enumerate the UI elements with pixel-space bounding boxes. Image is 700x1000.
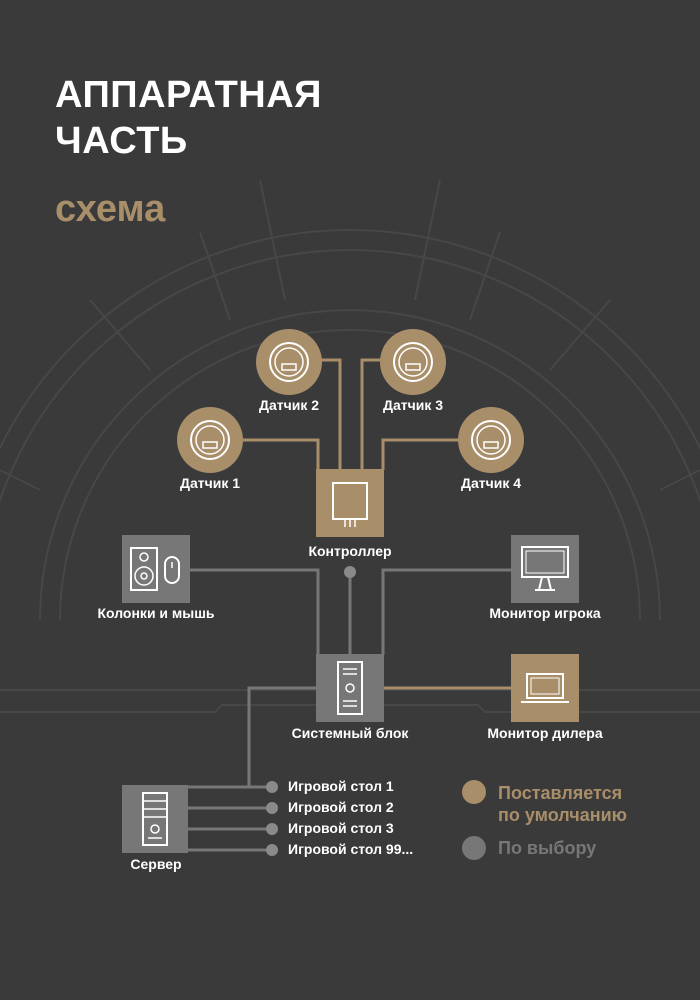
legend-default-text: Поставляется по умолчанию [498,782,627,826]
pc-tower-icon [316,654,384,722]
laptop-monitor-icon [511,654,579,722]
link-sensor3-controller [360,358,382,470]
dealer-monitor-label: Монитор дилера [487,725,603,741]
table99-dot [266,844,278,856]
sensor-1-label: Датчик 1 [179,475,241,491]
controller-node [316,469,384,537]
junction-dot [344,566,356,578]
sensor-icon [177,407,243,473]
table2-dot [266,802,278,814]
sensor-1-node [177,407,243,473]
sensor-4-label: Датчик 4 [460,475,522,491]
table-99-label: Игровой стол 99... [288,841,414,857]
link-player-monitor-system [381,568,512,655]
monitor-icon [511,535,579,603]
sensor-4-node [458,407,524,473]
speakers-mouse-label: Колонки и мышь [97,605,215,621]
link-sensor2-controller [320,358,342,470]
link-sensor1-controller [240,438,320,470]
link-speakers-system [190,568,320,655]
table-3-label: Игровой стол 3 [288,820,394,836]
table-1-label: Игровой стол 1 [288,778,394,794]
legend-optional-dot [462,836,486,860]
page-title: АППАРАТНАЯ ЧАСТЬ [55,72,322,164]
controller-label: Контроллер [308,543,392,559]
legend-default-line-1: Поставляется [498,783,623,803]
player-monitor-label: Монитор игрока [489,605,601,621]
title-line-1: АППАРАТНАЯ [55,74,322,116]
legend-default-line-2: по умолчанию [498,805,628,825]
server-node [122,785,188,853]
sensor-icon [458,407,524,473]
server-icon [122,785,188,853]
sensor-icon [256,329,322,395]
sensor-3-label: Датчик 3 [382,397,444,413]
dealer-monitor-node [511,654,579,722]
sensor-icon [380,329,446,395]
sensor-2-label: Датчик 2 [258,397,320,413]
system-unit-label: Системный блок [291,725,409,741]
sensor-3-node [380,329,446,395]
speakers-mouse-node [122,535,190,603]
system-unit-node [316,654,384,722]
sensor-2-node [256,329,322,395]
page-subtitle: схема [55,188,166,230]
table1-dot [266,781,278,793]
speaker-mouse-icon [122,535,190,603]
server-label: Сервер [130,856,182,872]
legend-default-dot [462,780,486,804]
legend-optional-text: По выбору [498,838,597,858]
controller-icon [316,469,384,537]
title-line-2: ЧАСТЬ [55,120,188,162]
link-sensor4-controller [381,438,460,470]
table-2-label: Игровой стол 2 [288,799,394,815]
player-monitor-node [511,535,579,603]
table3-dot [266,823,278,835]
